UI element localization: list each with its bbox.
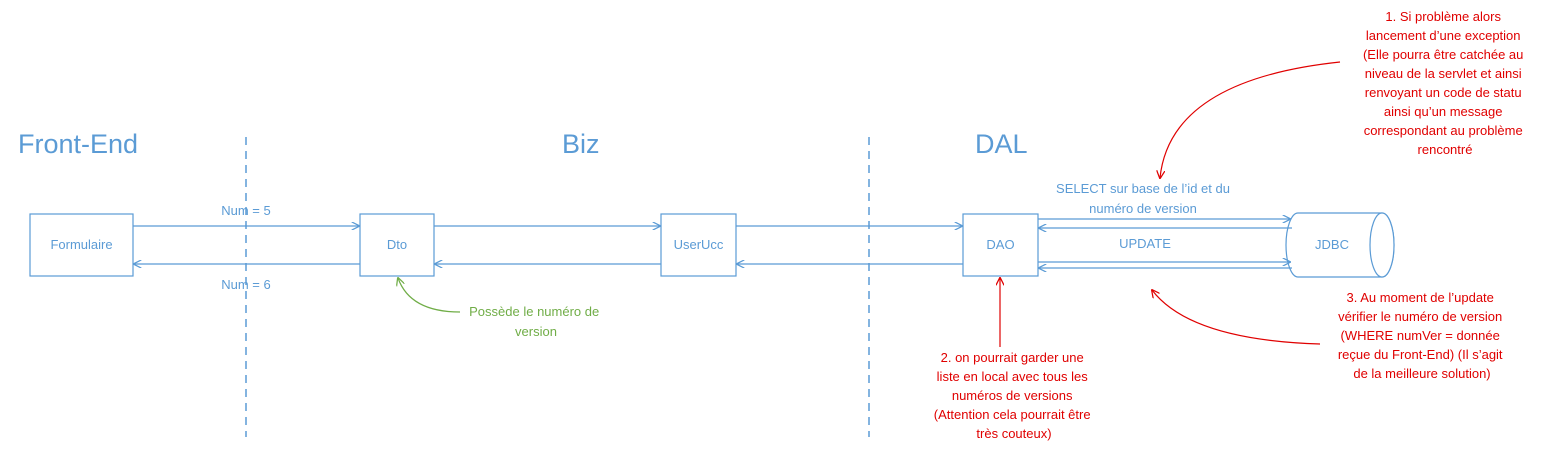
zone-label-dal: DAL — [975, 129, 1028, 159]
note-dto-version-line: version — [515, 324, 557, 339]
edge-label-update: UPDATE — [1119, 236, 1171, 251]
node-jdbc-cylinder[interactable]: JDBC — [1285, 212, 1395, 278]
note-local-list-line: numéros de versions — [952, 388, 1073, 403]
note-local-list-line: très couteux) — [976, 426, 1051, 441]
note-local-list-line: (Attention cela pourrait être — [934, 407, 1091, 422]
note-exception-line: 1. Si problème alors — [1385, 9, 1501, 24]
zone-label-biz: Biz — [562, 129, 600, 159]
note-dto-version-line: Possède le numéro de — [469, 304, 599, 319]
note-update-check: 3. Au moment de l’update vérifier le num… — [1338, 290, 1506, 381]
node-user-ucc-label: UserUcc — [674, 237, 724, 252]
note-exception-line: (Elle pourra être catchée au — [1363, 47, 1523, 62]
note-update-check-line: 3. Au moment de l’update — [1346, 290, 1493, 305]
note-exception-line: lancement d’une exception — [1366, 28, 1521, 43]
node-dao[interactable]: DAO — [962, 213, 1039, 277]
node-dto-label: Dto — [387, 237, 407, 252]
green-pointer-arrow — [398, 278, 461, 313]
edge-label-num-returned: Num = 6 — [221, 277, 271, 292]
note-update-check-line: reçue du Front-End) (Il s’agit — [1338, 347, 1503, 362]
note-exception-line: correspondant au problème — [1364, 123, 1523, 138]
note-exception-line: ainsi qu’un message — [1384, 104, 1503, 119]
edge-label-select-line1: SELECT sur base de l’id et du — [1056, 181, 1230, 196]
node-formulaire-label: Formulaire — [50, 237, 112, 252]
red-pointer-arrow-3 — [1152, 290, 1321, 345]
node-formulaire[interactable]: Formulaire — [29, 213, 134, 277]
note-exception-line: renvoyant un code de statu — [1365, 85, 1522, 100]
note-local-list-line: 2. on pourrait garder une — [941, 350, 1084, 365]
note-update-check-line: (WHERE numVer = donnée — [1341, 328, 1500, 343]
red-pointer-arrow-1 — [1160, 61, 1341, 178]
note-exception-line: rencontré — [1418, 142, 1473, 157]
edge-label-select-line2: numéro de version — [1089, 201, 1197, 216]
note-update-check-line: vérifier le numéro de version — [1338, 309, 1502, 324]
note-exception-line: niveau de la servlet et ainsi — [1365, 66, 1522, 81]
note-update-check-line: de la meilleure solution) — [1353, 366, 1490, 381]
zone-label-front-end: Front-End — [18, 129, 138, 159]
node-dto[interactable]: Dto — [359, 213, 435, 277]
node-user-ucc[interactable]: UserUcc — [660, 213, 737, 277]
node-dao-label: DAO — [986, 237, 1014, 252]
edge-label-num-sent: Num = 5 — [221, 203, 271, 218]
note-exception: 1. Si problème alors lancement d’une exc… — [1363, 9, 1527, 157]
node-jdbc-label: JDBC — [1315, 237, 1349, 252]
note-local-list-line: liste en local avec tous les — [937, 369, 1089, 384]
note-local-list: 2. on pourrait garder une liste en local… — [934, 350, 1094, 441]
note-dto-version: Possède le numéro de version — [469, 304, 603, 339]
